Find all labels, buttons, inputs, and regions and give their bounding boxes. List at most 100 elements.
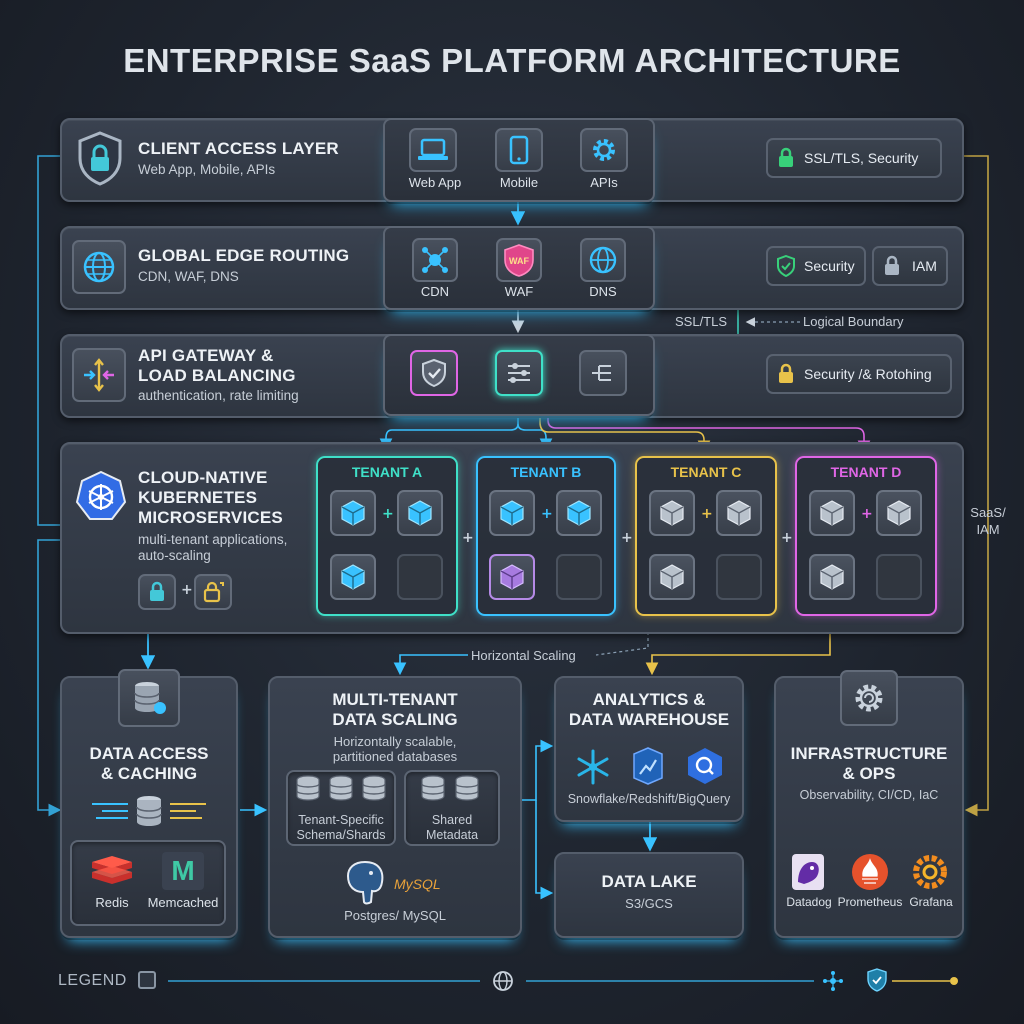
redshift-icon[interactable]: [628, 746, 668, 786]
lock-icon: [779, 147, 793, 167]
infra-title-line2: & OPS: [842, 764, 896, 783]
client-layer-subtitle: Web App, Mobile, APIs: [138, 162, 276, 177]
multitenant-title-line1: MULTI-TENANT: [332, 690, 458, 709]
shield-check-icon: [777, 255, 795, 277]
analytics-title-line1: ANALYTICS &: [592, 690, 706, 709]
gateway-title-line2: LOAD BALANCING: [138, 366, 296, 385]
horizontal-scaling-label: Horizontal Scaling: [471, 648, 576, 663]
service-cube-icon[interactable]: [649, 554, 695, 600]
legend-shield-icon: [866, 968, 888, 992]
legend-label: LEGEND: [58, 972, 127, 989]
tenant-d-label: TENANT D: [830, 464, 902, 480]
security-badge: Security: [766, 246, 866, 286]
legend-network-icon: [822, 970, 844, 992]
saas-iam-label-line1: SaaS/: [970, 505, 1006, 520]
data-access-title-line2: & CACHING: [100, 764, 198, 783]
lock-icon: [779, 363, 793, 383]
service-cube-icon[interactable]: [489, 490, 535, 536]
service-cube-icon[interactable]: [330, 490, 376, 536]
shield-lock-icon: [72, 128, 128, 188]
service-cube-icon[interactable]: [489, 554, 535, 600]
shared-metadata-label-line2: Metadata: [425, 828, 479, 842]
shared-metadata-box: [404, 770, 500, 846]
service-cube-icon[interactable]: [330, 554, 376, 600]
ssl-security-badge: SSL/TLS, Security: [766, 138, 942, 178]
shard-databases-icon: [292, 772, 390, 806]
kubernetes-wheel-icon: [75, 470, 127, 522]
laptop-icon[interactable]: [409, 128, 457, 172]
infra-title-line1: INFRASTRUCTURE: [790, 744, 948, 763]
client-layer-title: CLIENT ACCESS LAYER: [138, 139, 339, 158]
data-lake-subtitle: S3/GCS: [625, 896, 673, 911]
multitenant-subtitle-line2: partitioned databases: [332, 749, 458, 764]
datadog-icon[interactable]: [790, 852, 826, 892]
waf-icon-text: WAF: [509, 256, 529, 266]
service-cube-icon[interactable]: [397, 490, 443, 536]
plus-icon: +: [861, 506, 873, 522]
analytics-tools-label: Snowflake/Redshift/BigQuery: [567, 792, 731, 806]
data-access-title-line1: DATA ACCESS: [89, 744, 209, 763]
service-cube-icon[interactable]: [809, 554, 855, 600]
prometheus-label: Prometheus: [837, 895, 903, 909]
saas-iam-label-line2: IAM: [976, 522, 1000, 537]
tenant-shards-label-line1: Tenant-Specific: [298, 813, 384, 827]
service-cube-icon[interactable]: [716, 490, 762, 536]
database-icon: [118, 669, 180, 727]
routing-icon[interactable]: [579, 350, 627, 396]
globe-icon: [72, 240, 126, 294]
dns-globe-icon[interactable]: [580, 238, 626, 282]
multitenant-subtitle-line1: Horizontally scalable,: [333, 734, 457, 749]
multitenant-title-line2: DATA SCALING: [332, 710, 458, 729]
grafana-label: Grafana: [909, 895, 953, 909]
mobile-icon[interactable]: [495, 128, 543, 172]
service-cube-icon[interactable]: [809, 490, 855, 536]
tenant-b-label: TENANT B: [510, 464, 582, 480]
security-routing-badge: Security /& Rotohing: [766, 354, 952, 394]
bigquery-icon[interactable]: [684, 746, 726, 786]
ssl-tls-label: SSL/TLS: [675, 314, 728, 329]
k8s-title-line2: KUBERNETES: [138, 488, 258, 507]
redis-label: Redis: [95, 895, 129, 910]
page-title: ENTERPRISE SaaS PLATFORM ARCHITECTURE: [123, 42, 901, 79]
plus-icon: +: [382, 506, 394, 522]
redis-icon[interactable]: [90, 852, 134, 890]
gateway-title-line1: API GATEWAY &: [138, 346, 274, 365]
plus-icon: +: [462, 530, 474, 546]
service-cube-icon[interactable]: [649, 490, 695, 536]
k8s-title-line3: MICROSERVICES: [138, 508, 283, 527]
gear-icon[interactable]: [580, 128, 628, 172]
legend-globe-icon: [492, 970, 514, 992]
empty-slot: [397, 554, 443, 600]
service-cube-icon[interactable]: [876, 490, 922, 536]
lock-icon: [885, 255, 899, 275]
scaling-lock-icon: [194, 574, 232, 610]
plus-icon: +: [781, 530, 793, 546]
mobile-label: Mobile: [499, 175, 539, 190]
lock-icon: [138, 574, 176, 610]
grafana-icon[interactable]: [910, 852, 950, 892]
memcached-icon[interactable]: M: [162, 852, 204, 890]
apis-label: APIs: [590, 175, 618, 190]
plus-icon: +: [621, 530, 633, 546]
k8s-title-line1: CLOUD-NATIVE: [138, 468, 268, 487]
service-cube-icon[interactable]: [556, 490, 602, 536]
gateway-subtitle: authentication, rate limiting: [138, 388, 299, 403]
plus-icon: +: [181, 582, 193, 598]
waf-shield-icon[interactable]: WAF: [496, 238, 542, 282]
tenant-a-label: TENANT A: [351, 464, 423, 480]
data-lake-title: DATA LAKE: [601, 872, 697, 891]
cdn-label: CDN: [420, 284, 450, 299]
prometheus-icon[interactable]: [850, 852, 890, 892]
tenant-shards-label-line2: Schema/Shards: [296, 828, 386, 842]
load-balancer-arrows-icon: [72, 348, 126, 402]
infra-subtitle: Observability, CI/CD, IaC: [799, 788, 939, 802]
postgres-elephant-icon[interactable]: [340, 858, 390, 906]
datadog-label: Datadog: [786, 895, 832, 909]
ops-gear-icon: [840, 670, 898, 726]
cdn-network-icon[interactable]: [412, 238, 458, 282]
auth-shield-icon[interactable]: [410, 350, 458, 396]
edge-layer-subtitle: CDN, WAF, DNS: [138, 269, 239, 284]
memcached-label: Memcached: [147, 895, 219, 910]
rate-limit-sliders-icon[interactable]: [495, 350, 543, 396]
snowflake-icon[interactable]: [572, 748, 614, 786]
